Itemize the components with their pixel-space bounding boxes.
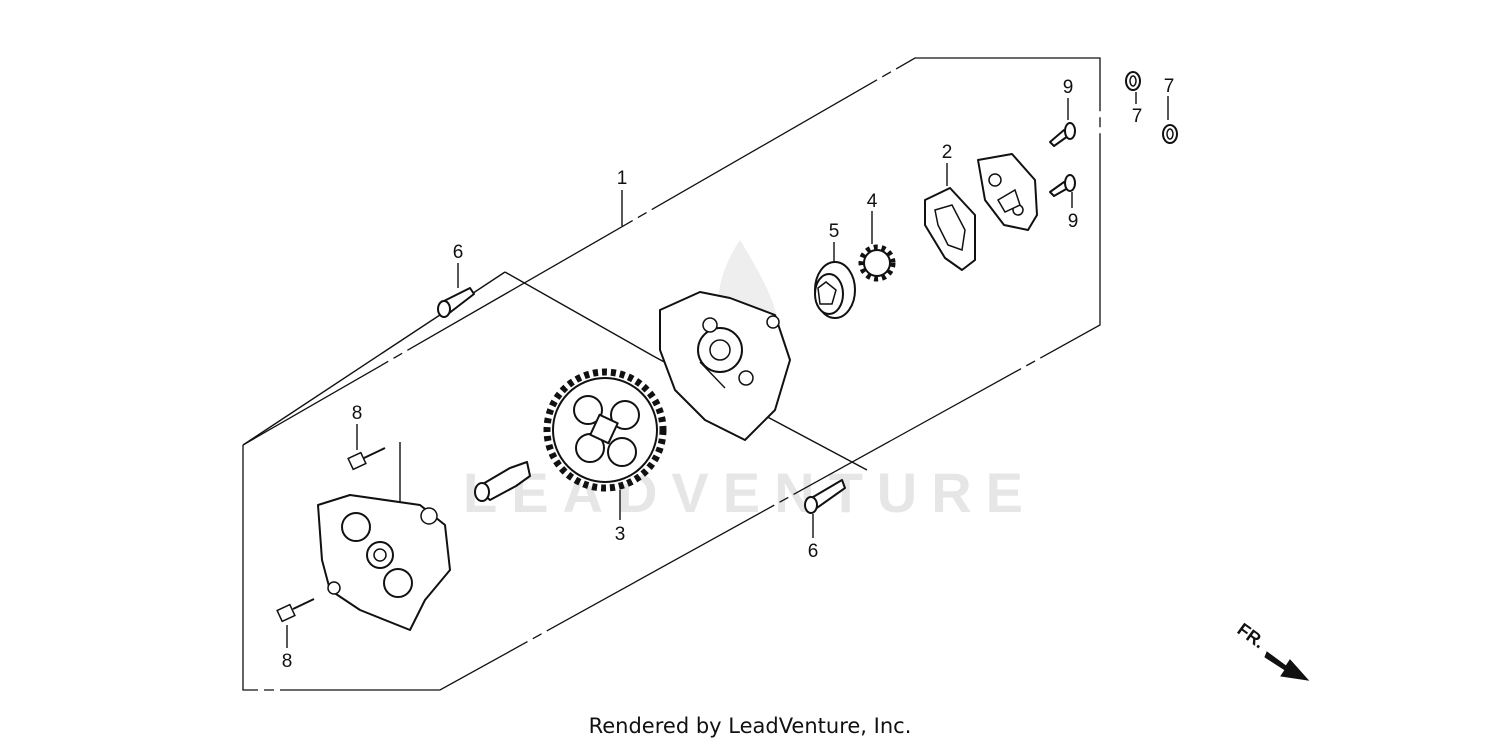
pump-plate (977, 153, 1038, 231)
screw-9-lower (1049, 174, 1076, 208)
callout-4: 4 (867, 191, 878, 212)
washer-7-lower (1162, 96, 1178, 144)
front-direction-label: FR. (1234, 619, 1269, 652)
pump-cover (317, 494, 451, 631)
callout-6-upper: 6 (453, 242, 464, 263)
assembly-outline (242, 57, 1101, 691)
callout-9-lower: 9 (1068, 211, 1079, 232)
assembly-outline-upper (242, 57, 1101, 691)
callout-8-upper: 8 (352, 403, 363, 424)
inner-assembly-outline (504, 271, 868, 471)
front-direction-arrow-icon (1264, 651, 1310, 681)
bolt-8-lower (276, 598, 315, 648)
pump-shaft (474, 461, 531, 502)
bolt-6-lower (804, 479, 846, 538)
bolt-8-upper (347, 424, 410, 516)
outer-rotor (814, 242, 856, 319)
screw-9-upper (1049, 98, 1076, 147)
callout-3: 3 (615, 524, 626, 545)
gasket (924, 163, 976, 271)
inner-rotor (858, 211, 896, 282)
pump-drive-gear (543, 368, 667, 520)
pump-body (659, 291, 791, 441)
callout-1: 1 (617, 168, 628, 189)
bolt-6-upper (437, 263, 475, 318)
washer-7-upper (1125, 71, 1141, 104)
callout-6-lower: 6 (808, 541, 819, 562)
callout-7-right: 7 (1164, 76, 1175, 97)
render-credit: Rendered by LeadVenture, Inc. (588, 714, 912, 738)
callout-9-upper: 9 (1063, 77, 1074, 98)
callout-7-left: 7 (1132, 106, 1143, 127)
callout-8-lower: 8 (282, 651, 293, 672)
front-direction-indicator: FR. (1234, 619, 1310, 681)
callout-5: 5 (829, 221, 840, 242)
watermark-text: LEADVENTURE (463, 461, 1037, 524)
callout-2: 2 (942, 142, 953, 163)
